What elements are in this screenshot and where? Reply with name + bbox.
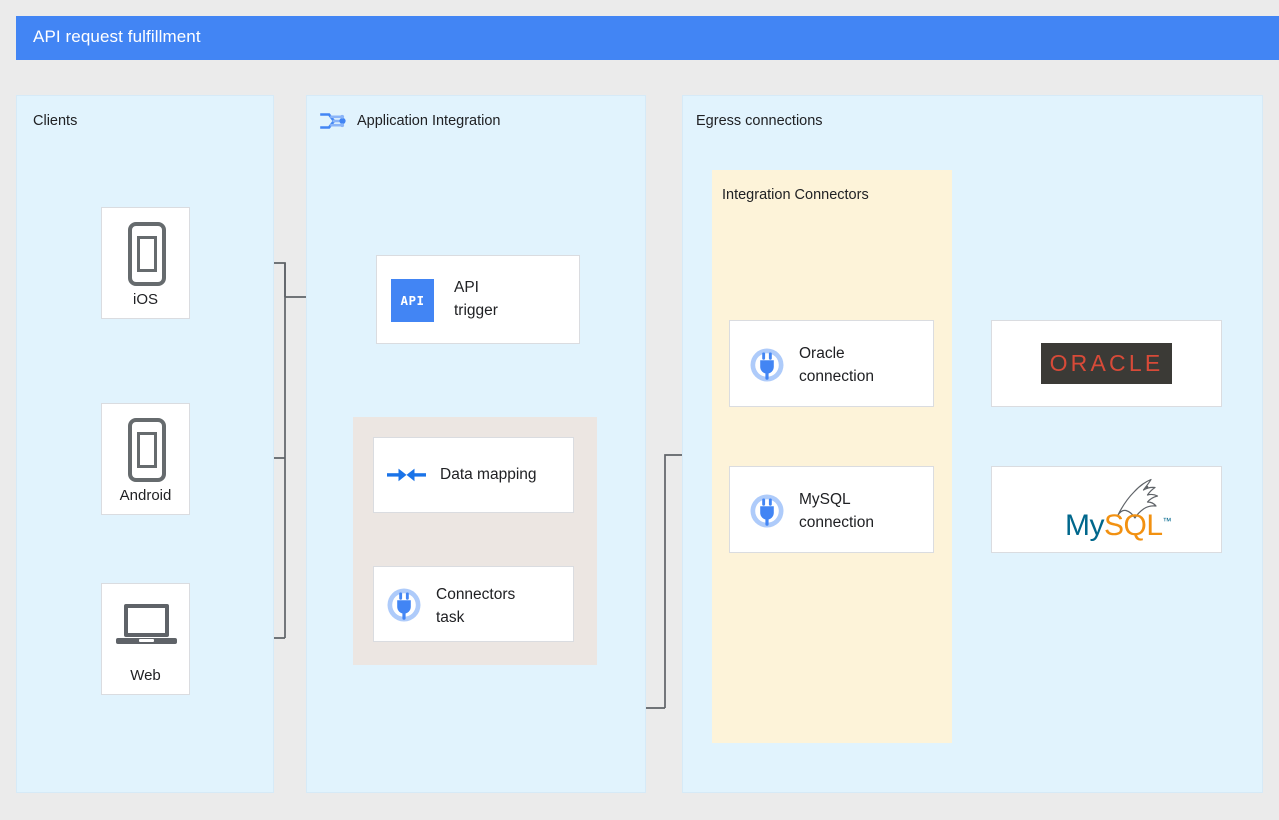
application-integration-icon [317, 105, 349, 137]
client-card-android[interactable]: Android [101, 403, 190, 515]
connection-label-oracle: Oracle connection [799, 345, 874, 385]
backend-card-oracle[interactable]: ORACLE [991, 320, 1222, 407]
connection-label-mysql: MySQL connection [799, 491, 874, 531]
client-label-ios: iOS [132, 291, 158, 308]
step-label-api-trigger: API trigger [454, 279, 498, 319]
laptop-icon [124, 604, 169, 637]
client-card-ios[interactable]: iOS [101, 207, 190, 319]
mysql-logo-text-sql: SQL [1104, 509, 1163, 542]
panel-application-integration-title: Application Integration [357, 113, 501, 129]
mysql-dolphin-icon [1117, 478, 1159, 519]
step-card-connectors-task[interactable]: Connectors task [373, 566, 574, 642]
api-icon: API [391, 279, 434, 322]
mobile-phone-icon [128, 222, 166, 286]
panel-egress-title: Egress connections [696, 113, 823, 129]
subpanel-integration-connectors-title: Integration Connectors [722, 187, 869, 203]
mysql-logo: MySQL™ [992, 467, 1223, 554]
panel-clients-title: Clients [33, 113, 78, 129]
page-title: API request fulfillment [33, 27, 201, 46]
step-card-api-trigger[interactable]: API API trigger [376, 255, 580, 344]
mysql-logo-text: MySQL™ [1065, 509, 1172, 543]
connection-card-oracle[interactable]: Oracle connection [729, 320, 934, 407]
oracle-logo-text: ORACLE [1049, 350, 1164, 376]
client-label-web: Web [130, 667, 161, 684]
step-card-data-mapping[interactable]: Data mapping [373, 437, 574, 513]
diagram-title-bar: API request fulfillment [16, 16, 1279, 60]
step-label-data-mapping: Data mapping [440, 466, 537, 483]
laptop-notch [139, 639, 154, 642]
connector-plug-icon [747, 491, 787, 531]
client-label-android: Android [119, 487, 172, 504]
mysql-logo-trademark: ™ [1162, 516, 1172, 526]
subpanel-integration-connectors [712, 170, 952, 743]
client-card-web[interactable]: Web [101, 583, 190, 695]
connection-card-mysql[interactable]: MySQL connection [729, 466, 934, 553]
oracle-logo: ORACLE [1041, 343, 1172, 384]
mysql-logo-text-my: My [1065, 509, 1105, 542]
backend-card-mysql[interactable]: MySQL™ [991, 466, 1222, 553]
connector-plug-icon [384, 585, 424, 625]
mobile-phone-icon [128, 418, 166, 482]
connector-plug-icon [747, 345, 787, 385]
data-mapping-icon [386, 460, 428, 490]
step-label-connectors-task: Connectors task [436, 586, 516, 626]
